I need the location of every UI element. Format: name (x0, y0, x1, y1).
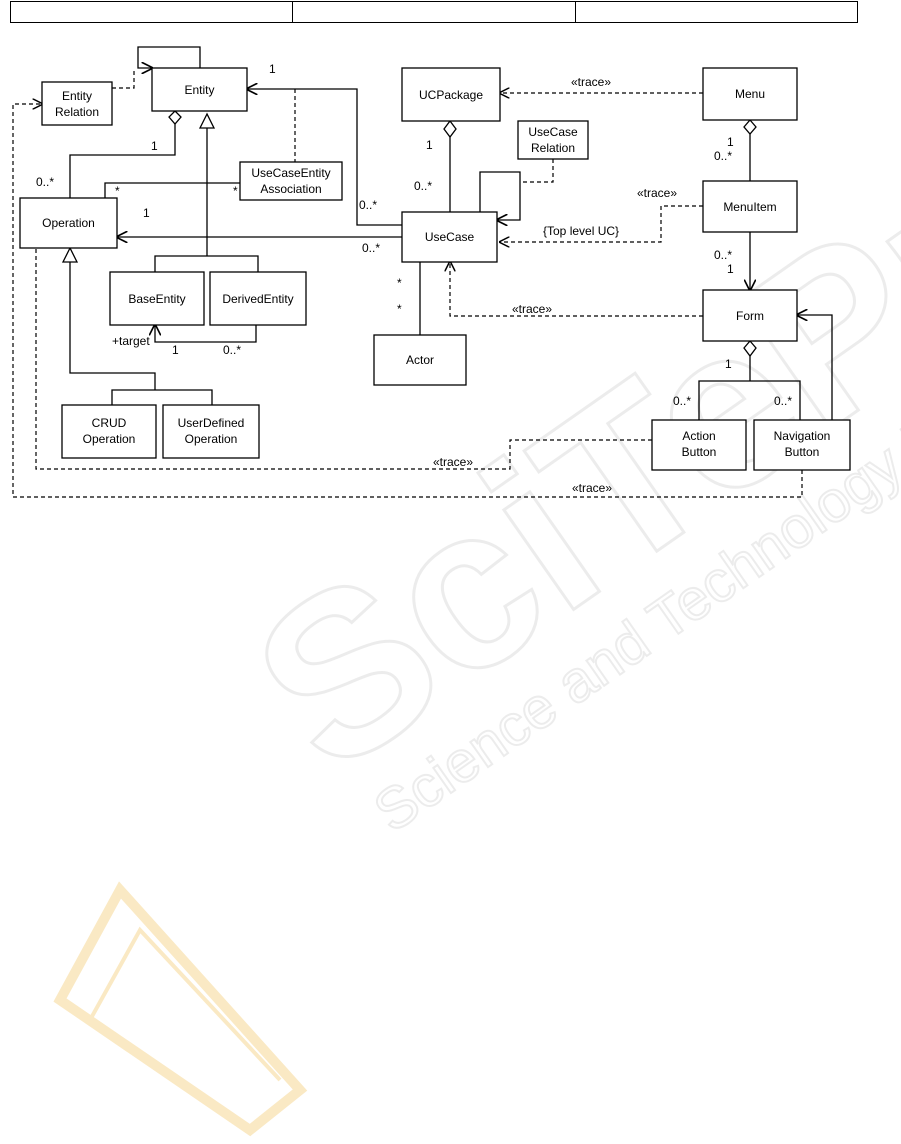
aggregation-diamond-ucpackage (443, 119, 457, 139)
aggregation-diamond-form (743, 340, 757, 358)
class-name: BaseEntity (128, 292, 185, 306)
generalization-triangle-entity (198, 112, 216, 129)
class-name: Form (736, 309, 764, 323)
role-label: +target (112, 334, 150, 348)
trace-label: «trace» (433, 455, 473, 469)
trace-label: «trace» (512, 302, 552, 316)
aggregation-diamond-menu (743, 119, 757, 135)
class-navigation-button[interactable]: Navigation Button (753, 419, 851, 471)
multiplicity-label: 0..* (714, 248, 732, 262)
class-action-button[interactable]: Action Button (651, 419, 747, 471)
class-derived-entity[interactable]: DerivedEntity (209, 271, 307, 326)
class-base-entity[interactable]: BaseEntity (109, 271, 205, 326)
class-name: Action (682, 429, 715, 443)
class-name: Entity (62, 89, 92, 103)
multiplicity-label: 1 (727, 262, 734, 276)
class-ucpackage[interactable]: UCPackage (401, 67, 501, 122)
entity-relation-link (112, 68, 135, 89)
class-name: Operation (42, 216, 95, 230)
class-menuitem[interactable]: MenuItem (702, 180, 798, 233)
usecase-self-association (479, 171, 521, 220)
generalization-triangle-operation (61, 246, 79, 263)
multiplicity-label: * (397, 276, 402, 290)
class-name: UseCase (528, 125, 578, 139)
class-name: UseCase (425, 230, 475, 244)
constraint-label: {Top level UC} (543, 224, 619, 238)
class-name: Menu (735, 87, 765, 101)
multiplicity-label: 1 (269, 62, 276, 76)
multiplicity-label: 1 (143, 206, 150, 220)
class-operation[interactable]: Operation (19, 197, 118, 249)
class-usecase[interactable]: UseCase (401, 211, 498, 263)
multiplicity-label: 0..* (774, 394, 792, 408)
form-usecase-trace (450, 262, 703, 317)
multiplicity-label: 1 (151, 139, 158, 153)
class-name: Navigation (774, 429, 831, 443)
multiplicity-label: * (115, 184, 120, 198)
class-name: Relation (55, 105, 99, 119)
operation-generalization-stem (69, 262, 156, 390)
derived-base-target (155, 325, 257, 343)
class-name: UseCaseEntity (251, 166, 330, 180)
class-userdefined-operation[interactable]: UserDefined Operation (162, 404, 260, 459)
class-actor[interactable]: Actor (373, 334, 467, 386)
class-crud-operation[interactable]: CRUD Operation (61, 404, 157, 459)
multiplicity-label: 1 (727, 135, 734, 149)
operation-assoc-link (104, 182, 240, 198)
entity-operation-aggregation (69, 124, 176, 198)
usecase-entity-association (247, 89, 402, 226)
class-usecase-relation[interactable]: UseCase Relation (517, 120, 589, 160)
multiplicity-label: 0..* (714, 149, 732, 163)
class-entity-relation[interactable]: Entity Relation (41, 81, 113, 126)
trace-label: «trace» (637, 186, 677, 200)
class-name: Button (785, 445, 820, 459)
multiplicity-label: * (397, 302, 402, 316)
trace-label: «trace» (572, 481, 612, 495)
class-name: Operation (83, 432, 136, 446)
class-entity[interactable]: Entity (151, 67, 248, 112)
class-name: CRUD (92, 416, 127, 430)
class-name: UserDefined (178, 416, 245, 430)
class-name: Entity (184, 83, 214, 97)
class-name: DerivedEntity (222, 292, 293, 306)
multiplicity-label: * (233, 184, 238, 198)
menuitem-usecase-trace (500, 205, 703, 242)
multiplicity-label: 0..* (359, 198, 377, 212)
class-name: Button (682, 445, 717, 459)
class-name: Relation (531, 141, 575, 155)
navbutton-entityrelation-trace (12, 104, 803, 498)
form-buttons-branch (698, 380, 801, 420)
class-name: UCPackage (419, 88, 483, 102)
multiplicity-label: 0..* (36, 175, 54, 189)
multiplicity-label: 1 (172, 343, 179, 357)
usecase-relation-link (522, 159, 554, 183)
navbutton-form-association (797, 315, 833, 420)
multiplicity-label: 1 (426, 138, 433, 152)
multiplicity-label: 0..* (414, 179, 432, 193)
entity-generalization-branch (154, 255, 259, 272)
class-name: MenuItem (723, 200, 776, 214)
operation-generalization-branch (111, 389, 213, 405)
class-menu[interactable]: Menu (702, 67, 798, 121)
multiplicity-label: 0..* (223, 343, 241, 357)
class-name: Actor (406, 353, 434, 367)
class-name: Operation (185, 432, 238, 446)
header-cell (293, 2, 576, 22)
multiplicity-label: 0..* (362, 241, 380, 255)
entity-self-association (137, 46, 201, 68)
header-cell (11, 2, 294, 22)
multiplicity-label: 1 (725, 357, 732, 371)
multiplicity-label: 0..* (673, 394, 691, 408)
trace-label: «trace» (571, 75, 611, 89)
class-name: Association (260, 182, 321, 196)
header-table (10, 1, 858, 23)
class-usecase-entity-association[interactable]: UseCaseEntity Association (239, 161, 343, 201)
class-form[interactable]: Form (702, 289, 798, 342)
aggregation-diamond-entity (168, 110, 182, 125)
